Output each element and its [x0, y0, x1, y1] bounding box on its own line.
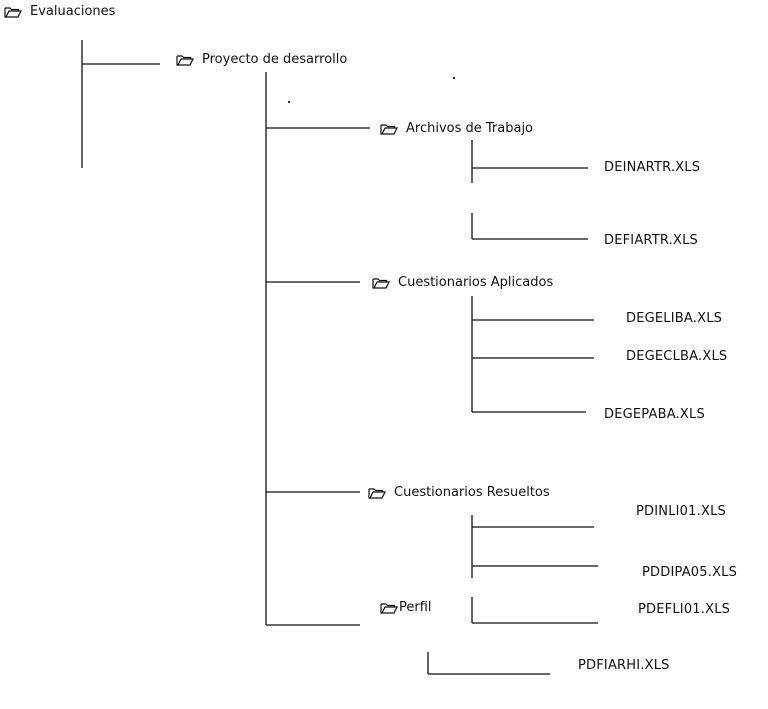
folder-label: Archivos de Trabajo [406, 121, 534, 136]
root-node[interactable]: Evaluaciones [4, 4, 115, 20]
file-item[interactable]: DEFIARTR.XLS [604, 233, 698, 248]
folder-open-icon [380, 602, 398, 614]
folder-open-icon [380, 123, 398, 135]
project-label: Proyecto de desarrollo [202, 52, 348, 67]
folder-open-icon [4, 6, 22, 18]
folder-open-icon [176, 54, 194, 66]
folder-label: Cuestionarios Resueltos [394, 485, 550, 500]
file-item[interactable]: DEGECLBA.XLS [626, 349, 728, 364]
file-item[interactable]: PDFIARHI.XLS [578, 658, 670, 673]
file-item[interactable]: PDEFLI01.XLS [638, 602, 731, 617]
scan-speck [453, 77, 455, 79]
folder-cuestionarios-resueltos[interactable]: Cuestionarios Resueltos [368, 485, 550, 501]
folder-perfil[interactable]: Perfil [380, 600, 432, 616]
folder-label: Cuestionarios Aplicados [398, 275, 554, 290]
project-node[interactable]: Proyecto de desarrollo [176, 52, 347, 68]
folder-label: Perfil [399, 600, 432, 615]
file-item[interactable]: DEGELIBA.XLS [626, 311, 723, 326]
scan-speck [288, 101, 290, 103]
root-label: Evaluaciones [30, 4, 116, 19]
folder-archivos[interactable]: Archivos de Trabajo [380, 121, 533, 137]
folder-cuestionarios-aplicados[interactable]: Cuestionarios Aplicados [372, 275, 553, 291]
file-item[interactable]: PDDIPA05.XLS [642, 565, 738, 580]
folder-open-icon [368, 487, 386, 499]
file-item[interactable]: DEINARTR.XLS [604, 160, 701, 175]
folder-open-icon [372, 277, 390, 289]
file-item[interactable]: DEGEPABA.XLS [604, 407, 705, 422]
file-item[interactable]: PDINLI01.XLS [636, 504, 726, 519]
